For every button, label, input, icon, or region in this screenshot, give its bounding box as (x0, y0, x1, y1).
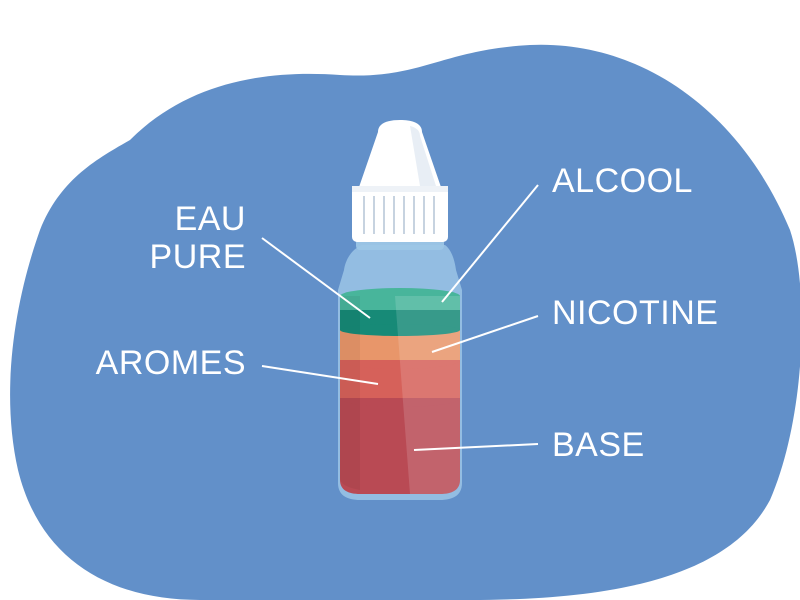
label-nicotine: NICOTINE (552, 294, 718, 332)
layer-base (340, 398, 460, 494)
leader-lines (261, 184, 539, 451)
cap-ridges (363, 196, 435, 234)
layer-alcool-top (340, 288, 460, 304)
bottle-shadow (340, 296, 360, 490)
bottle-sheen (395, 296, 460, 494)
label-eau-line2: PURE (150, 238, 246, 276)
leader-line-eau (261, 237, 371, 319)
label-aromes: AROMES (96, 344, 246, 382)
bottle (338, 120, 462, 500)
leader-line-alcool (441, 184, 539, 303)
layer-eau-bottom (340, 324, 460, 336)
leader-line-aromes (261, 365, 379, 385)
label-alcool: ALCOOL (552, 162, 693, 200)
leader-line-nicotine (431, 315, 539, 353)
label-eau-line1: EAU (175, 200, 246, 238)
leader-line-base (413, 443, 539, 451)
bottle-cap (352, 120, 448, 242)
label-base: BASE (552, 426, 645, 464)
